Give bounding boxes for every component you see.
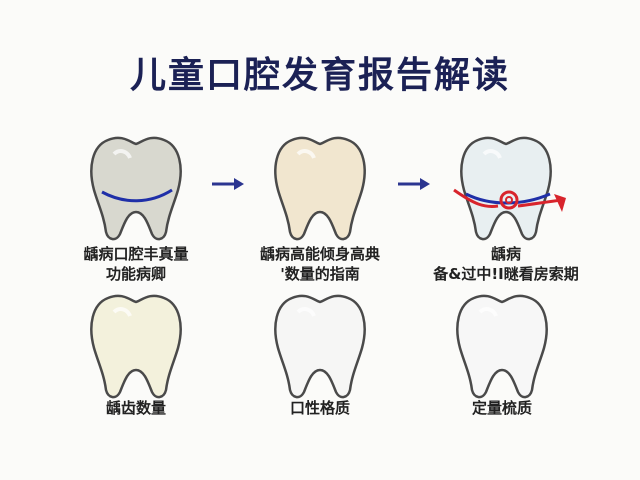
tooth-4 [90,294,182,399]
label-tooth-2: 龋病高能倾身高典 '数量的指南 [240,244,400,284]
tooth-body [90,136,182,241]
label-line-2: 功能病卿 [105,265,166,283]
page-title: 儿童口腔发育报告解读 [129,55,510,96]
label-tooth-4: 龋齿数量 [105,399,166,417]
label-line-2: 备&过中!I瞇看房索期 [433,265,579,283]
tooth-body [274,136,366,241]
tooth-3 [453,136,566,241]
tooth-1 [90,136,182,241]
tooth-body [274,294,366,399]
label-tooth-6: 定量梳质 [471,399,532,417]
tooth-5 [274,294,366,399]
label-line-1: 龋病 [490,245,521,263]
label-tooth-1: 龋病口腔丰真量 功能病卿 [56,244,216,284]
tooth-2 [274,136,366,241]
label-line-1: 龋病高能倾身高典 [259,245,380,263]
label-line-1: 龋病口腔丰真量 [83,245,189,263]
label-tooth-3: 龋病 备&过中!I瞇看房索期 [416,244,596,284]
label-line-2: '数量的指南 [280,265,360,283]
tooth-body [460,136,552,241]
arrow-right-icon [398,178,430,190]
tooth-body [456,294,548,399]
tooth-6 [456,294,548,399]
tooth-body [90,294,182,399]
label-tooth-5: 口性格质 [289,399,350,417]
arrow-right-icon [212,178,244,190]
